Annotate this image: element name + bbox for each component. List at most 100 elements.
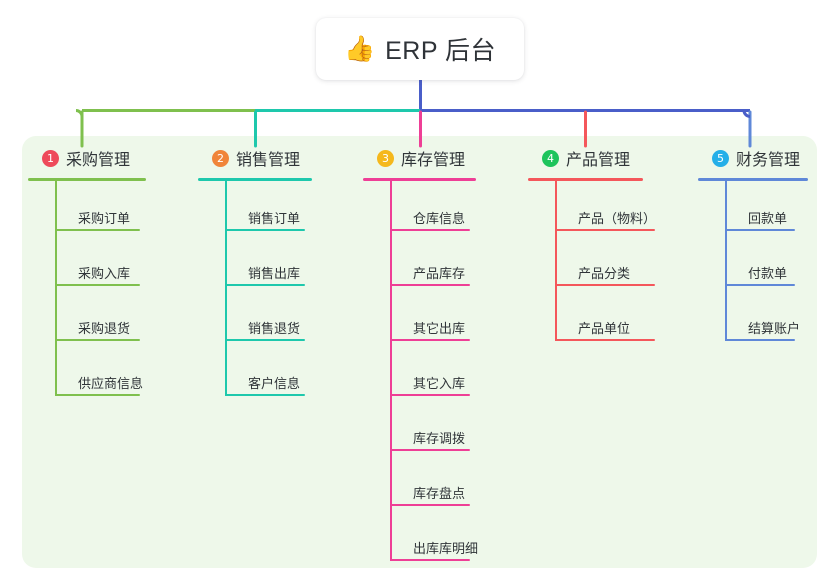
branch-item[interactable]: 销售退货: [198, 291, 312, 346]
branch-item[interactable]: 结算账户: [698, 291, 808, 346]
branch-title-4: 产品管理: [566, 152, 631, 169]
thumbs-up-icon: 👍: [343, 34, 376, 63]
branch-items-5: 回款单付款单结算账户: [698, 181, 808, 346]
branch-item-label: 产品单位: [578, 321, 631, 336]
branch-item[interactable]: 仓库信息: [363, 181, 476, 236]
branch-item-label: 其它出库: [413, 321, 466, 336]
branch-items-2: 销售订单销售出库销售退货客户信息: [198, 181, 312, 401]
branch-item-label: 仓库信息: [413, 211, 466, 226]
branch-underline-1: [28, 178, 146, 181]
branch-item[interactable]: 采购退货: [28, 291, 146, 346]
branch-item-label: 采购订单: [78, 211, 131, 226]
branch-number-badge-3: 3: [377, 149, 394, 167]
branch-item[interactable]: 其它出库: [363, 291, 476, 346]
branch-item[interactable]: 产品单位: [528, 291, 655, 346]
branch-item[interactable]: 其它入库: [363, 346, 476, 401]
branch-item-underline: [225, 339, 305, 341]
branch-item-underline: [725, 284, 795, 286]
branch-item-label: 销售退货: [248, 321, 301, 336]
branch-item[interactable]: 回款单: [698, 181, 808, 236]
branch-item[interactable]: 出库库明细: [363, 511, 479, 566]
branch-column-1: 1 采购管理采购订单采购入库采购退货供应商信息: [28, 146, 146, 401]
branch-item[interactable]: 库存调拨: [363, 401, 476, 456]
branch-item-label: 客户信息: [248, 376, 301, 391]
branch-number-badge-1: 1: [42, 149, 59, 167]
branch-item-underline: [390, 339, 470, 341]
branch-items-3: 仓库信息产品库存其它出库其它入库库存调拨库存盘点出库库明细: [363, 181, 479, 566]
branch-column-3: 3 库存管理仓库信息产品库存其它出库其它入库库存调拨库存盘点出库库明细: [363, 146, 479, 566]
branch-title-5: 财务管理: [736, 152, 801, 169]
branch-item-underline: [225, 229, 305, 231]
branch-title-2: 销售管理: [236, 152, 301, 169]
branch-number-badge-4: 4: [542, 149, 559, 167]
branch-item[interactable]: 产品分类: [528, 236, 655, 291]
branch-item[interactable]: 采购订单: [28, 181, 146, 236]
branch-header-2[interactable]: 2 销售管理: [198, 146, 312, 170]
branch-underline-4: [528, 178, 643, 181]
branch-item-underline: [55, 394, 140, 396]
branch-item-underline: [390, 284, 470, 286]
branch-underline-3: [363, 178, 476, 181]
branch-item-label: 供应商信息: [78, 376, 144, 391]
branch-item[interactable]: 库存盘点: [363, 456, 476, 511]
branch-item-label: 库存调拨: [413, 431, 466, 446]
branch-item-label: 产品分类: [578, 266, 631, 281]
branch-item-label: 采购退货: [78, 321, 131, 336]
branch-spine-2: [225, 181, 227, 396]
branch-header-1[interactable]: 1 采购管理: [28, 146, 146, 170]
branch-item-underline: [555, 339, 655, 341]
branch-title-3: 库存管理: [401, 152, 466, 169]
branch-spine-3: [390, 181, 392, 561]
branch-header-4[interactable]: 4 产品管理: [528, 146, 643, 170]
branch-item-underline: [390, 229, 470, 231]
branch-items-4: 产品（物料） 产品分类产品单位: [528, 181, 656, 346]
branches-panel-background: [22, 136, 817, 568]
branch-item-label: 回款单: [748, 211, 788, 226]
branch-spine-4: [555, 181, 557, 341]
branch-spine-5: [725, 181, 727, 341]
branch-number-badge-5: 5: [712, 149, 729, 167]
branch-item[interactable]: 产品库存: [363, 236, 476, 291]
branch-item-underline: [225, 284, 305, 286]
branch-item-underline: [725, 229, 795, 231]
branch-item-label: 产品（物料）: [578, 211, 657, 226]
branch-column-2: 2 销售管理销售订单销售出库销售退货客户信息: [198, 146, 312, 401]
branch-spine-1: [55, 181, 57, 396]
branch-item-underline: [390, 394, 470, 396]
branch-column-4: 4 产品管理产品（物料） 产品分类产品单位: [528, 146, 656, 346]
branch-number-badge-2: 2: [212, 149, 229, 167]
branch-header-3[interactable]: 3 库存管理: [363, 146, 476, 170]
branch-item-label: 销售订单: [248, 211, 301, 226]
branch-item[interactable]: 客户信息: [198, 346, 312, 401]
branch-item-underline: [55, 229, 140, 231]
branch-item-label: 结算账户: [748, 321, 801, 336]
branch-item-underline: [55, 284, 140, 286]
branch-item-underline: [390, 504, 470, 506]
branch-underline-2: [198, 178, 312, 181]
branch-item-label: 销售出库: [248, 266, 301, 281]
branch-underline-5: [698, 178, 808, 181]
branch-item-label: 产品库存: [413, 266, 466, 281]
branch-item[interactable]: 付款单: [698, 236, 808, 291]
branch-item[interactable]: 销售订单: [198, 181, 312, 236]
root-title: ERP 后台: [385, 37, 497, 65]
branch-corner-5: [742, 110, 751, 118]
branch-header-5[interactable]: 5 财务管理: [698, 146, 808, 170]
root-node[interactable]: 👍 ERP 后台: [316, 18, 524, 80]
branch-item-label: 其它入库: [413, 376, 466, 391]
branch-item-label: 出库库明细: [413, 541, 479, 556]
branch-item-underline: [390, 559, 470, 561]
branch-corner-1: [75, 109, 84, 117]
branch-item-underline: [725, 339, 795, 341]
branch-item[interactable]: 销售出库: [198, 236, 312, 291]
branch-title-1: 采购管理: [66, 152, 131, 169]
branch-item[interactable]: 采购入库: [28, 236, 146, 291]
branch-items-1: 采购订单采购入库采购退货供应商信息: [28, 181, 146, 401]
branch-item-underline: [55, 339, 140, 341]
branch-item-underline: [555, 284, 655, 286]
branch-item-label: 采购入库: [78, 266, 131, 281]
branch-column-5: 5 财务管理回款单付款单结算账户: [698, 146, 808, 346]
branch-item[interactable]: 产品（物料）: [528, 181, 656, 236]
branch-item[interactable]: 供应商信息: [28, 346, 146, 401]
